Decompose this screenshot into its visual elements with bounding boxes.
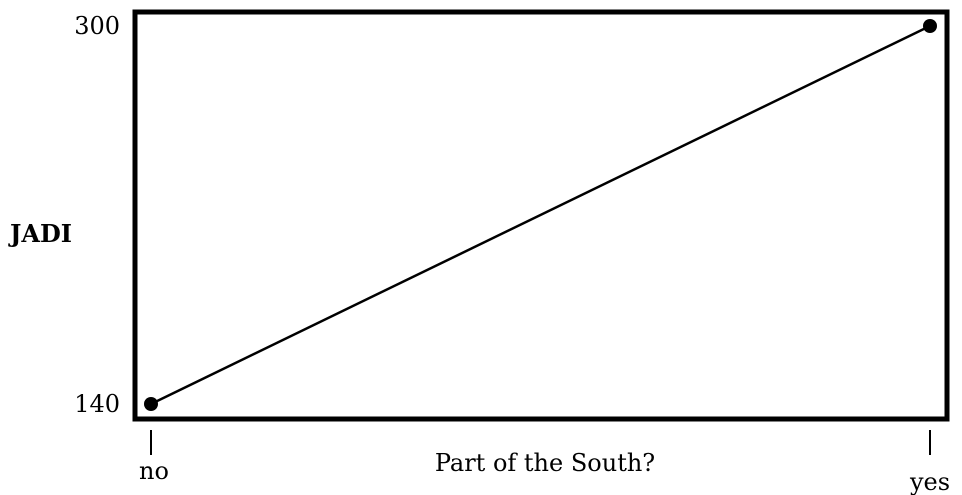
x-tick-label: yes bbox=[909, 468, 950, 495]
x-tick-label: no bbox=[139, 457, 169, 485]
x-axis-ticks: no yes bbox=[139, 430, 950, 495]
y-axis-ticks: 140 300 bbox=[74, 12, 120, 418]
data-point bbox=[923, 19, 937, 33]
data-point bbox=[144, 397, 158, 411]
y-tick-label: 140 bbox=[74, 390, 120, 418]
y-axis-label: JADI bbox=[8, 219, 72, 248]
x-axis-label: Part of the South? bbox=[435, 449, 655, 477]
y-tick-label: 300 bbox=[74, 12, 120, 40]
series-line bbox=[150, 24, 931, 406]
series-layer bbox=[144, 19, 937, 411]
plot-frame bbox=[132, 9, 950, 422]
